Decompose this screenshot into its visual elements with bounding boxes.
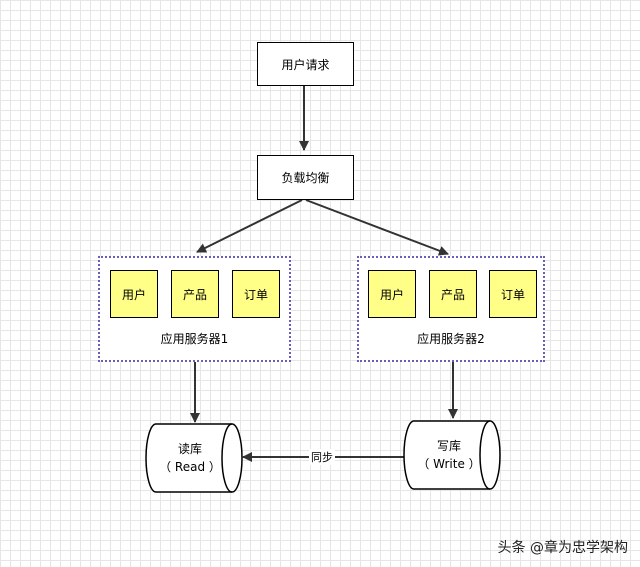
watermark-text: 头条 @章为忠学架构: [497, 540, 628, 556]
watermark: 头条 @章为忠学架构: [498, 537, 628, 557]
load-balancer-node: 负载均衡: [257, 155, 354, 200]
server1-module-product-label: 产品: [182, 287, 207, 302]
server1-module-user-label: 用户: [121, 287, 146, 302]
read-db-cylinder: [145, 423, 243, 493]
server1-module-order: 订单: [232, 270, 280, 318]
server2-module-order-label: 订单: [500, 287, 525, 302]
server1-module-product: 产品: [171, 270, 219, 318]
read-db-text: 读库 （ Read ）: [150, 424, 230, 492]
write-db-cylinder: [403, 420, 501, 490]
write-db-text: 写库 （ Write ）: [408, 421, 490, 489]
server2-module-user-label: 用户: [379, 287, 404, 302]
server2-label: 应用服务器2: [417, 332, 485, 346]
server1-module-order-label: 订单: [243, 287, 268, 302]
app-server-2-group: 用户 产品 订单 应用服务器2: [357, 256, 545, 362]
server2-module-product: 产品: [429, 270, 477, 318]
app-server-1-group: 用户 产品 订单 应用服务器1: [98, 256, 291, 362]
read-db-sub: （ Read ）: [159, 460, 221, 474]
arrow-lb-to-server2: [305, 199, 449, 256]
read-db-name: 读库: [177, 442, 202, 456]
write-db-sub: （ Write ）: [417, 457, 481, 471]
server2-module-order: 订单: [489, 270, 537, 318]
server1-module-user: 用户: [110, 270, 158, 318]
load-balancer-label: 负载均衡: [281, 171, 330, 185]
sync-label: 同步: [309, 449, 335, 465]
write-db-name: 写库: [436, 439, 461, 453]
user-request-label: 用户请求: [281, 57, 330, 72]
arrow-lb-to-server1: [196, 199, 303, 253]
server2-module-product-label: 产品: [440, 287, 465, 302]
user-request-node: 用户请求: [257, 42, 354, 86]
server2-module-user: 用户: [368, 270, 416, 318]
server1-label: 应用服务器1: [160, 332, 229, 346]
